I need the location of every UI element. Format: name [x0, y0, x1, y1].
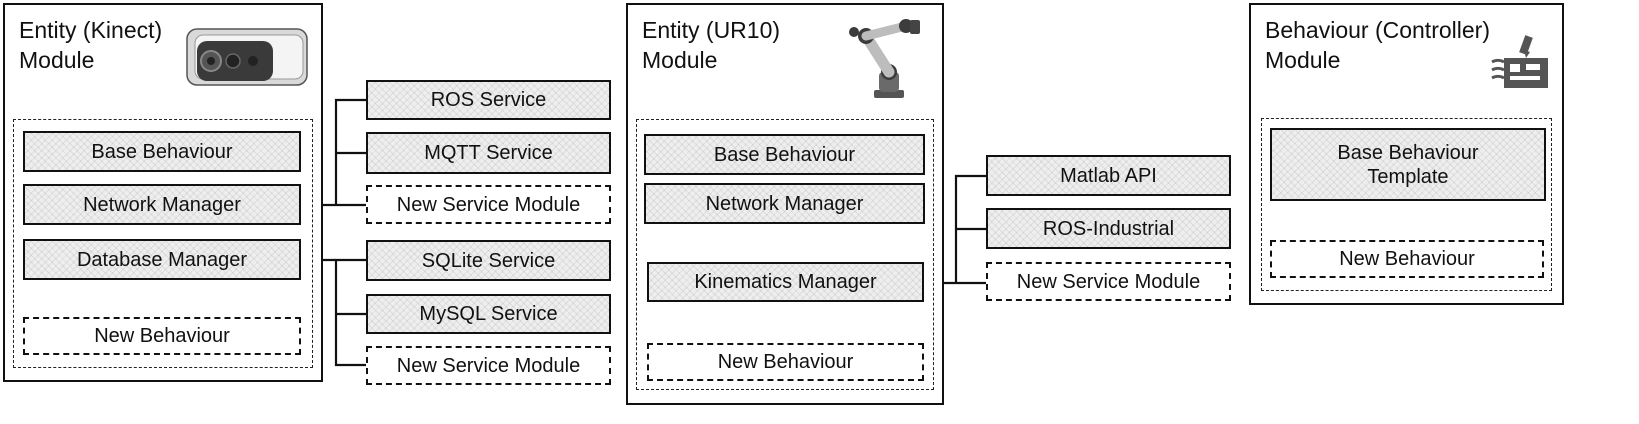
ur10-module-title: Entity (UR10) Module: [642, 17, 781, 73]
ros-service-label: ROS Service: [430, 89, 547, 111]
sqlite-service-label: SQLite Service: [421, 249, 556, 272]
kinect-network-manager-label: Network Manager: [83, 193, 241, 216]
kinect-inner-group: [13, 119, 313, 368]
mqtt-service[interactable]: MQTT Service: [366, 132, 611, 174]
mysql-service[interactable]: MySQL Service: [366, 294, 611, 334]
ur10-base-behaviour[interactable]: Base Behaviour: [644, 134, 925, 175]
kinect-base-behaviour[interactable]: Base Behaviour: [23, 131, 301, 172]
ur10-network-manager[interactable]: Network Manager: [644, 183, 925, 224]
ros-industrial-label: ROS-Industrial: [1042, 217, 1175, 240]
matlab-api-label: Matlab API: [1060, 164, 1157, 187]
controller-base-behaviour-template[interactable]: Base Behaviour Template: [1270, 128, 1546, 201]
controller-new-behaviour[interactable]: New Behaviour: [1270, 240, 1544, 278]
kinect-base-behaviour-label: Base Behaviour: [91, 140, 233, 163]
kinect-database-new-service-label: New Service Module: [396, 354, 581, 377]
ur10-new-service-module[interactable]: New Service Module: [986, 262, 1231, 301]
controller-module-title: Behaviour (Controller) Module: [1265, 17, 1490, 73]
mqtt-service-label: MQTT Service: [424, 142, 553, 164]
kinect-network-new-service-label: New Service Module: [396, 193, 581, 216]
kinect-camera-icon: [186, 28, 308, 86]
ur10-kinematics-manager[interactable]: Kinematics Manager: [647, 262, 924, 302]
kinect-network-new-service-module[interactable]: New Service Module: [366, 185, 611, 224]
controller-base-behaviour-template-label: Base Behaviour Template: [1337, 141, 1479, 188]
kinect-module-title: Entity (Kinect) Module: [19, 17, 163, 73]
mysql-service-label: MySQL Service: [419, 303, 558, 325]
ur10-inner-group: [636, 119, 934, 390]
ros-industrial[interactable]: ROS-Industrial: [986, 208, 1231, 249]
ur10-new-service-label: New Service Module: [1016, 270, 1201, 293]
ur10-new-behaviour[interactable]: New Behaviour: [647, 343, 924, 381]
kinect-database-manager[interactable]: Database Manager: [23, 239, 301, 280]
ur10-new-behaviour-label: New Behaviour: [717, 351, 854, 373]
kinect-database-bus: [334, 258, 366, 367]
kinect-network-bus: [334, 98, 366, 205]
ur10-services-bus: [954, 174, 986, 283]
matlab-api[interactable]: Matlab API: [986, 155, 1231, 196]
sqlite-service[interactable]: SQLite Service: [366, 240, 611, 281]
ur10-kinematics-manager-label: Kinematics Manager: [694, 271, 877, 293]
ur10-network-manager-label: Network Manager: [705, 192, 864, 215]
kinect-network-manager[interactable]: Network Manager: [23, 184, 301, 225]
ur10-base-behaviour-label: Base Behaviour: [713, 143, 856, 166]
kinect-new-behaviour-label: New Behaviour: [94, 325, 230, 347]
kinect-database-manager-label: Database Manager: [76, 248, 248, 271]
ros-service[interactable]: ROS Service: [366, 80, 611, 120]
controller-new-behaviour-label: New Behaviour: [1339, 248, 1475, 270]
controller-inner-group: [1261, 118, 1552, 291]
kinect-database-new-service-module[interactable]: New Service Module: [366, 346, 611, 385]
circuit-board-icon: [1491, 35, 1548, 88]
kinect-new-behaviour[interactable]: New Behaviour: [23, 317, 301, 355]
robot-arm-icon: [849, 19, 920, 98]
